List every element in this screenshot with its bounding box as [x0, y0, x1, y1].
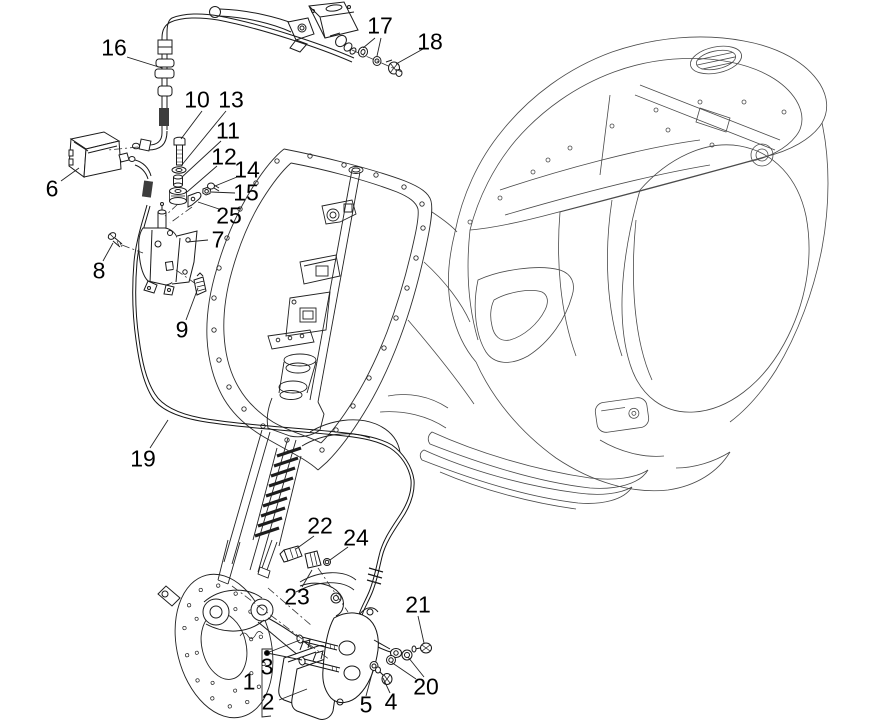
- banjo-washers-20: [386, 649, 413, 665]
- suspension-spring: [254, 446, 302, 538]
- banjo-bolt-18: [385, 59, 403, 77]
- callout-17: 17: [367, 12, 393, 39]
- nut-24: [323, 558, 331, 566]
- callout-15: 15: [233, 179, 259, 206]
- leader-line-14: [214, 176, 238, 187]
- callout-11: 11: [216, 117, 240, 144]
- bolt-4: [375, 666, 393, 685]
- brake-hose-16: [132, 13, 355, 152]
- caliper-assembly: [278, 607, 432, 720]
- brake-lever-assembly: [132, 1, 403, 152]
- clip-9: [193, 272, 207, 296]
- leader-line-15: [210, 191, 236, 194]
- callout-8: 8: [92, 257, 106, 284]
- callout-7: 7: [211, 226, 225, 253]
- leader-line-2: [278, 688, 308, 701]
- leader-line-24: [329, 546, 349, 561]
- spacer-11: [173, 174, 183, 188]
- callout-3: 3: [260, 653, 274, 680]
- leader-line-12: [186, 165, 218, 193]
- leader-dot-3: [263, 649, 271, 657]
- callout-10: 10: [184, 86, 210, 113]
- callout-25: 25: [216, 202, 242, 229]
- steering-column: [266, 166, 364, 438]
- leader-line-8: [102, 242, 114, 262]
- screw-14: [207, 182, 220, 192]
- leader-line-6: [60, 167, 80, 182]
- leader-line-3: [266, 652, 303, 661]
- callout-18: 18: [417, 28, 443, 55]
- bracket-line-1: [261, 648, 272, 718]
- abs-modulator: [68, 131, 152, 180]
- leader-line-17: [376, 37, 382, 57]
- callout-22: 22: [307, 512, 333, 539]
- callout-19: 19: [130, 445, 156, 472]
- frame-holes: [211, 153, 426, 453]
- callout-16: 16: [101, 34, 127, 61]
- hub-script: [239, 631, 264, 639]
- callout-1: 1: [242, 668, 256, 695]
- banjo-bolt-21: [411, 642, 432, 654]
- leader-line-20: [390, 661, 417, 680]
- leader-line-9: [185, 287, 199, 321]
- fasteners-10-15: [169, 136, 220, 208]
- front-fork: [217, 419, 401, 593]
- leader-line-21: [417, 615, 425, 644]
- bracket-7-assembly: [107, 202, 207, 296]
- callout-14: 14: [234, 156, 260, 183]
- leader-line-20: [407, 656, 425, 678]
- callout-24: 24: [343, 524, 369, 551]
- clamp-25: [187, 192, 202, 208]
- callout-5: 5: [359, 691, 373, 718]
- disc-holes: [182, 583, 266, 709]
- callout-9: 9: [175, 316, 189, 343]
- leader-line-19: [149, 419, 169, 449]
- nut-15: [202, 186, 212, 196]
- leader-line-17: [362, 37, 376, 49]
- bolt-10: [173, 136, 186, 166]
- leader-line-11: [181, 140, 222, 178]
- brake-caliper: [322, 607, 402, 706]
- leader-line-23: [301, 569, 313, 588]
- leader-line-16: [126, 56, 163, 69]
- leader-line-10: [180, 110, 203, 140]
- lever-ball-end: [209, 6, 221, 18]
- washer-13: [171, 166, 187, 174]
- hose-clamp-parts: [279, 545, 331, 569]
- legshield-frame: [206, 148, 433, 471]
- leader-line-18: [395, 48, 424, 65]
- leader-line-13: [180, 110, 227, 167]
- callout-2: 2: [261, 688, 275, 715]
- callout-4: 4: [384, 688, 398, 715]
- leader-lines: [60, 37, 425, 718]
- callout-20: 20: [413, 673, 439, 700]
- clamp-22: [283, 545, 303, 562]
- construction-lines: [107, 49, 403, 661]
- callout-6: 6: [45, 175, 59, 202]
- leader-line-22: [295, 535, 315, 550]
- leader-line-5: [365, 669, 374, 697]
- rim-rivets: [467, 99, 787, 225]
- grommet-12: [169, 187, 187, 205]
- callout-21: 21: [405, 591, 431, 618]
- leader-line-4: [382, 677, 391, 694]
- leader-line-25: [197, 201, 220, 210]
- callout-13: 13: [218, 86, 244, 113]
- master-cylinder: [308, 1, 359, 55]
- callout-23: 23: [284, 583, 310, 610]
- leader-line-7: [186, 239, 209, 243]
- leader-line-3: [266, 639, 301, 654]
- scooter-body: [379, 36, 829, 510]
- screw-8: [107, 232, 123, 248]
- callout-12: 12: [211, 143, 237, 170]
